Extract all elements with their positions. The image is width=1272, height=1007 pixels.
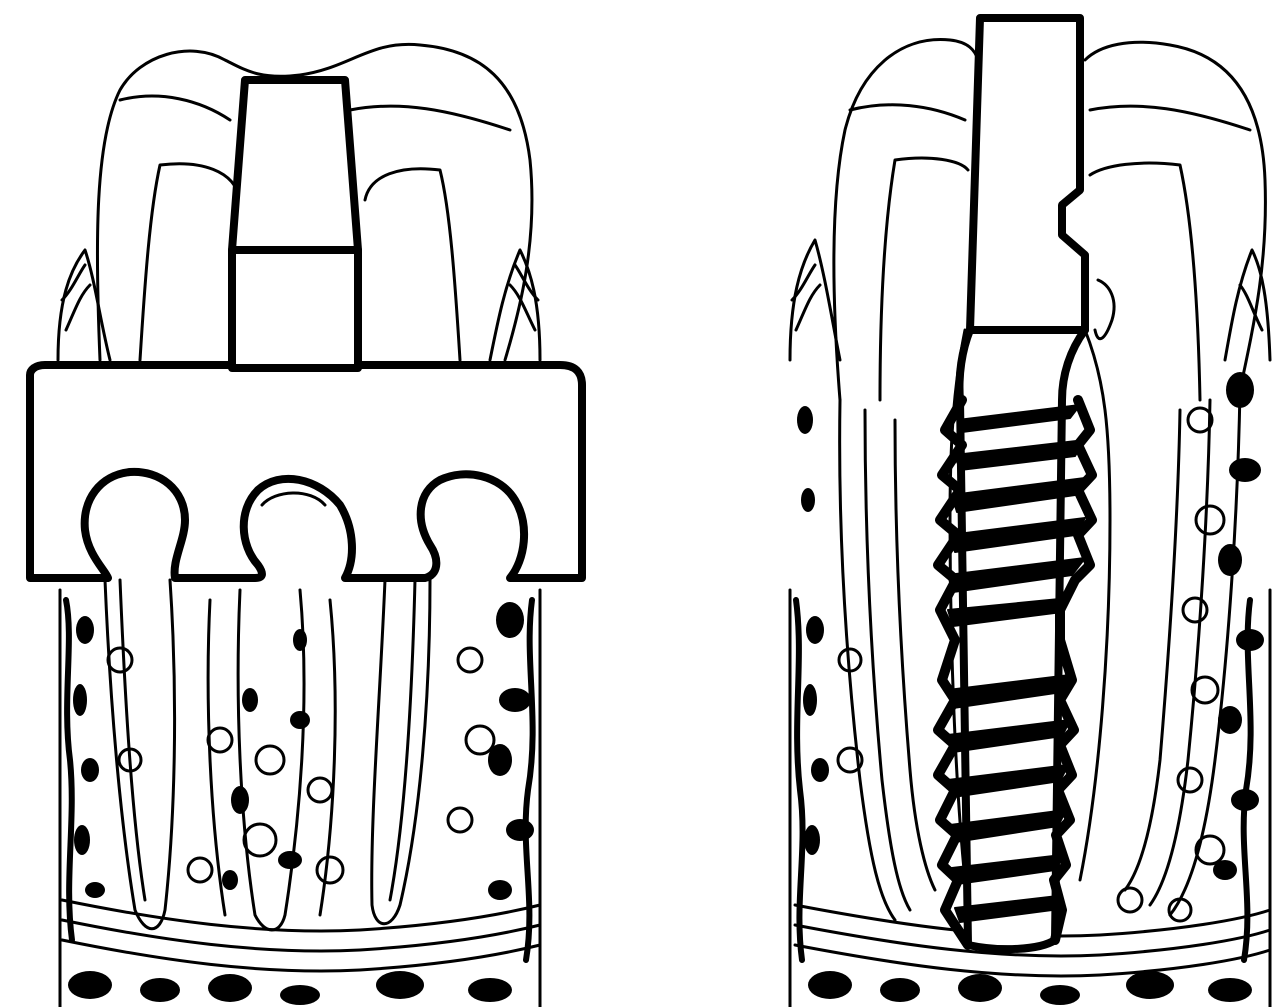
left-panel (30, 44, 582, 1007)
threaded-screw-implant (938, 18, 1092, 949)
right-panel (790, 18, 1270, 1007)
screw-abutment (970, 18, 1085, 330)
tripod-frame-implant (30, 80, 582, 578)
left-bone-pores (68, 602, 534, 1005)
